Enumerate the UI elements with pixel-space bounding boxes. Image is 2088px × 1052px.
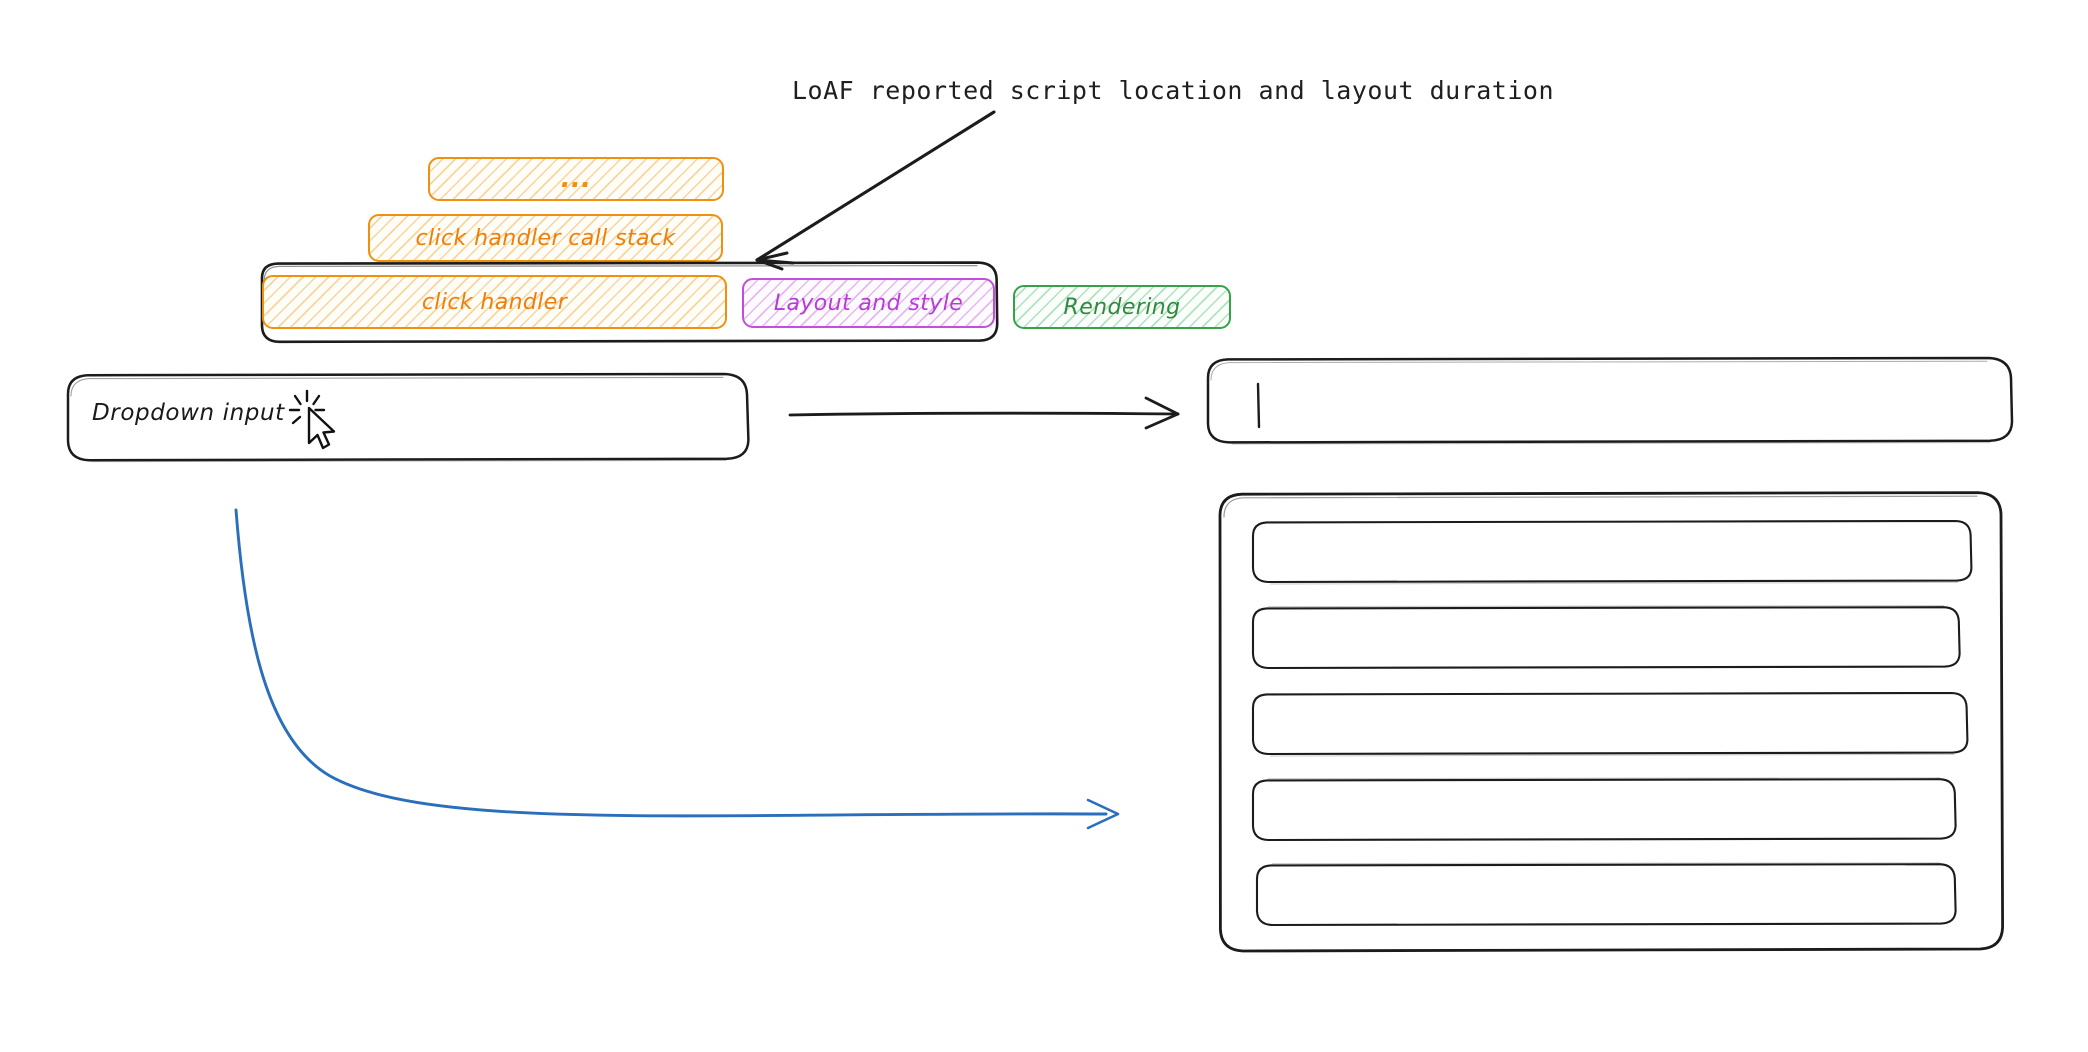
dropdown-trigger[interactable] xyxy=(62,368,752,463)
list-item[interactable] xyxy=(1252,861,1980,927)
list-item[interactable] xyxy=(1248,690,1976,757)
trigger-to-input-arrow xyxy=(788,396,1180,430)
list-item[interactable] xyxy=(1248,518,1976,585)
flame-bar-layout-and-style-label: Layout and style xyxy=(773,290,964,316)
flame-bar-click-handler-call-stack-label: click handler call stack xyxy=(415,225,676,251)
dropdown-search-input[interactable] xyxy=(1202,352,2014,445)
annotation-title: LoAF reported script location and layout… xyxy=(792,76,1555,105)
decay-curve-arrow xyxy=(234,508,1120,830)
flame-bar-rendering-label: Rendering xyxy=(1063,294,1181,320)
flame-bar-rendering[interactable]: Rendering xyxy=(1013,285,1231,329)
flame-bar-click-handler-label: click handler xyxy=(421,289,568,315)
text-caret xyxy=(1256,382,1261,429)
flame-bar-ellipsis-label: ... xyxy=(560,163,592,194)
flame-bar-layout-and-style[interactable]: Layout and style xyxy=(742,278,995,328)
click-cursor-icon xyxy=(288,389,336,450)
list-item[interactable] xyxy=(1248,776,1976,842)
list-item[interactable] xyxy=(1248,604,1976,670)
title-to-frame-arrow xyxy=(755,110,996,271)
flame-bar-click-handler[interactable]: click handler xyxy=(262,275,727,329)
dropdown-trigger-label: Dropdown input xyxy=(92,400,285,426)
flame-bar-click-handler-call-stack[interactable]: click handler call stack xyxy=(368,214,723,262)
flame-bar-ellipsis[interactable]: ... xyxy=(428,157,724,201)
